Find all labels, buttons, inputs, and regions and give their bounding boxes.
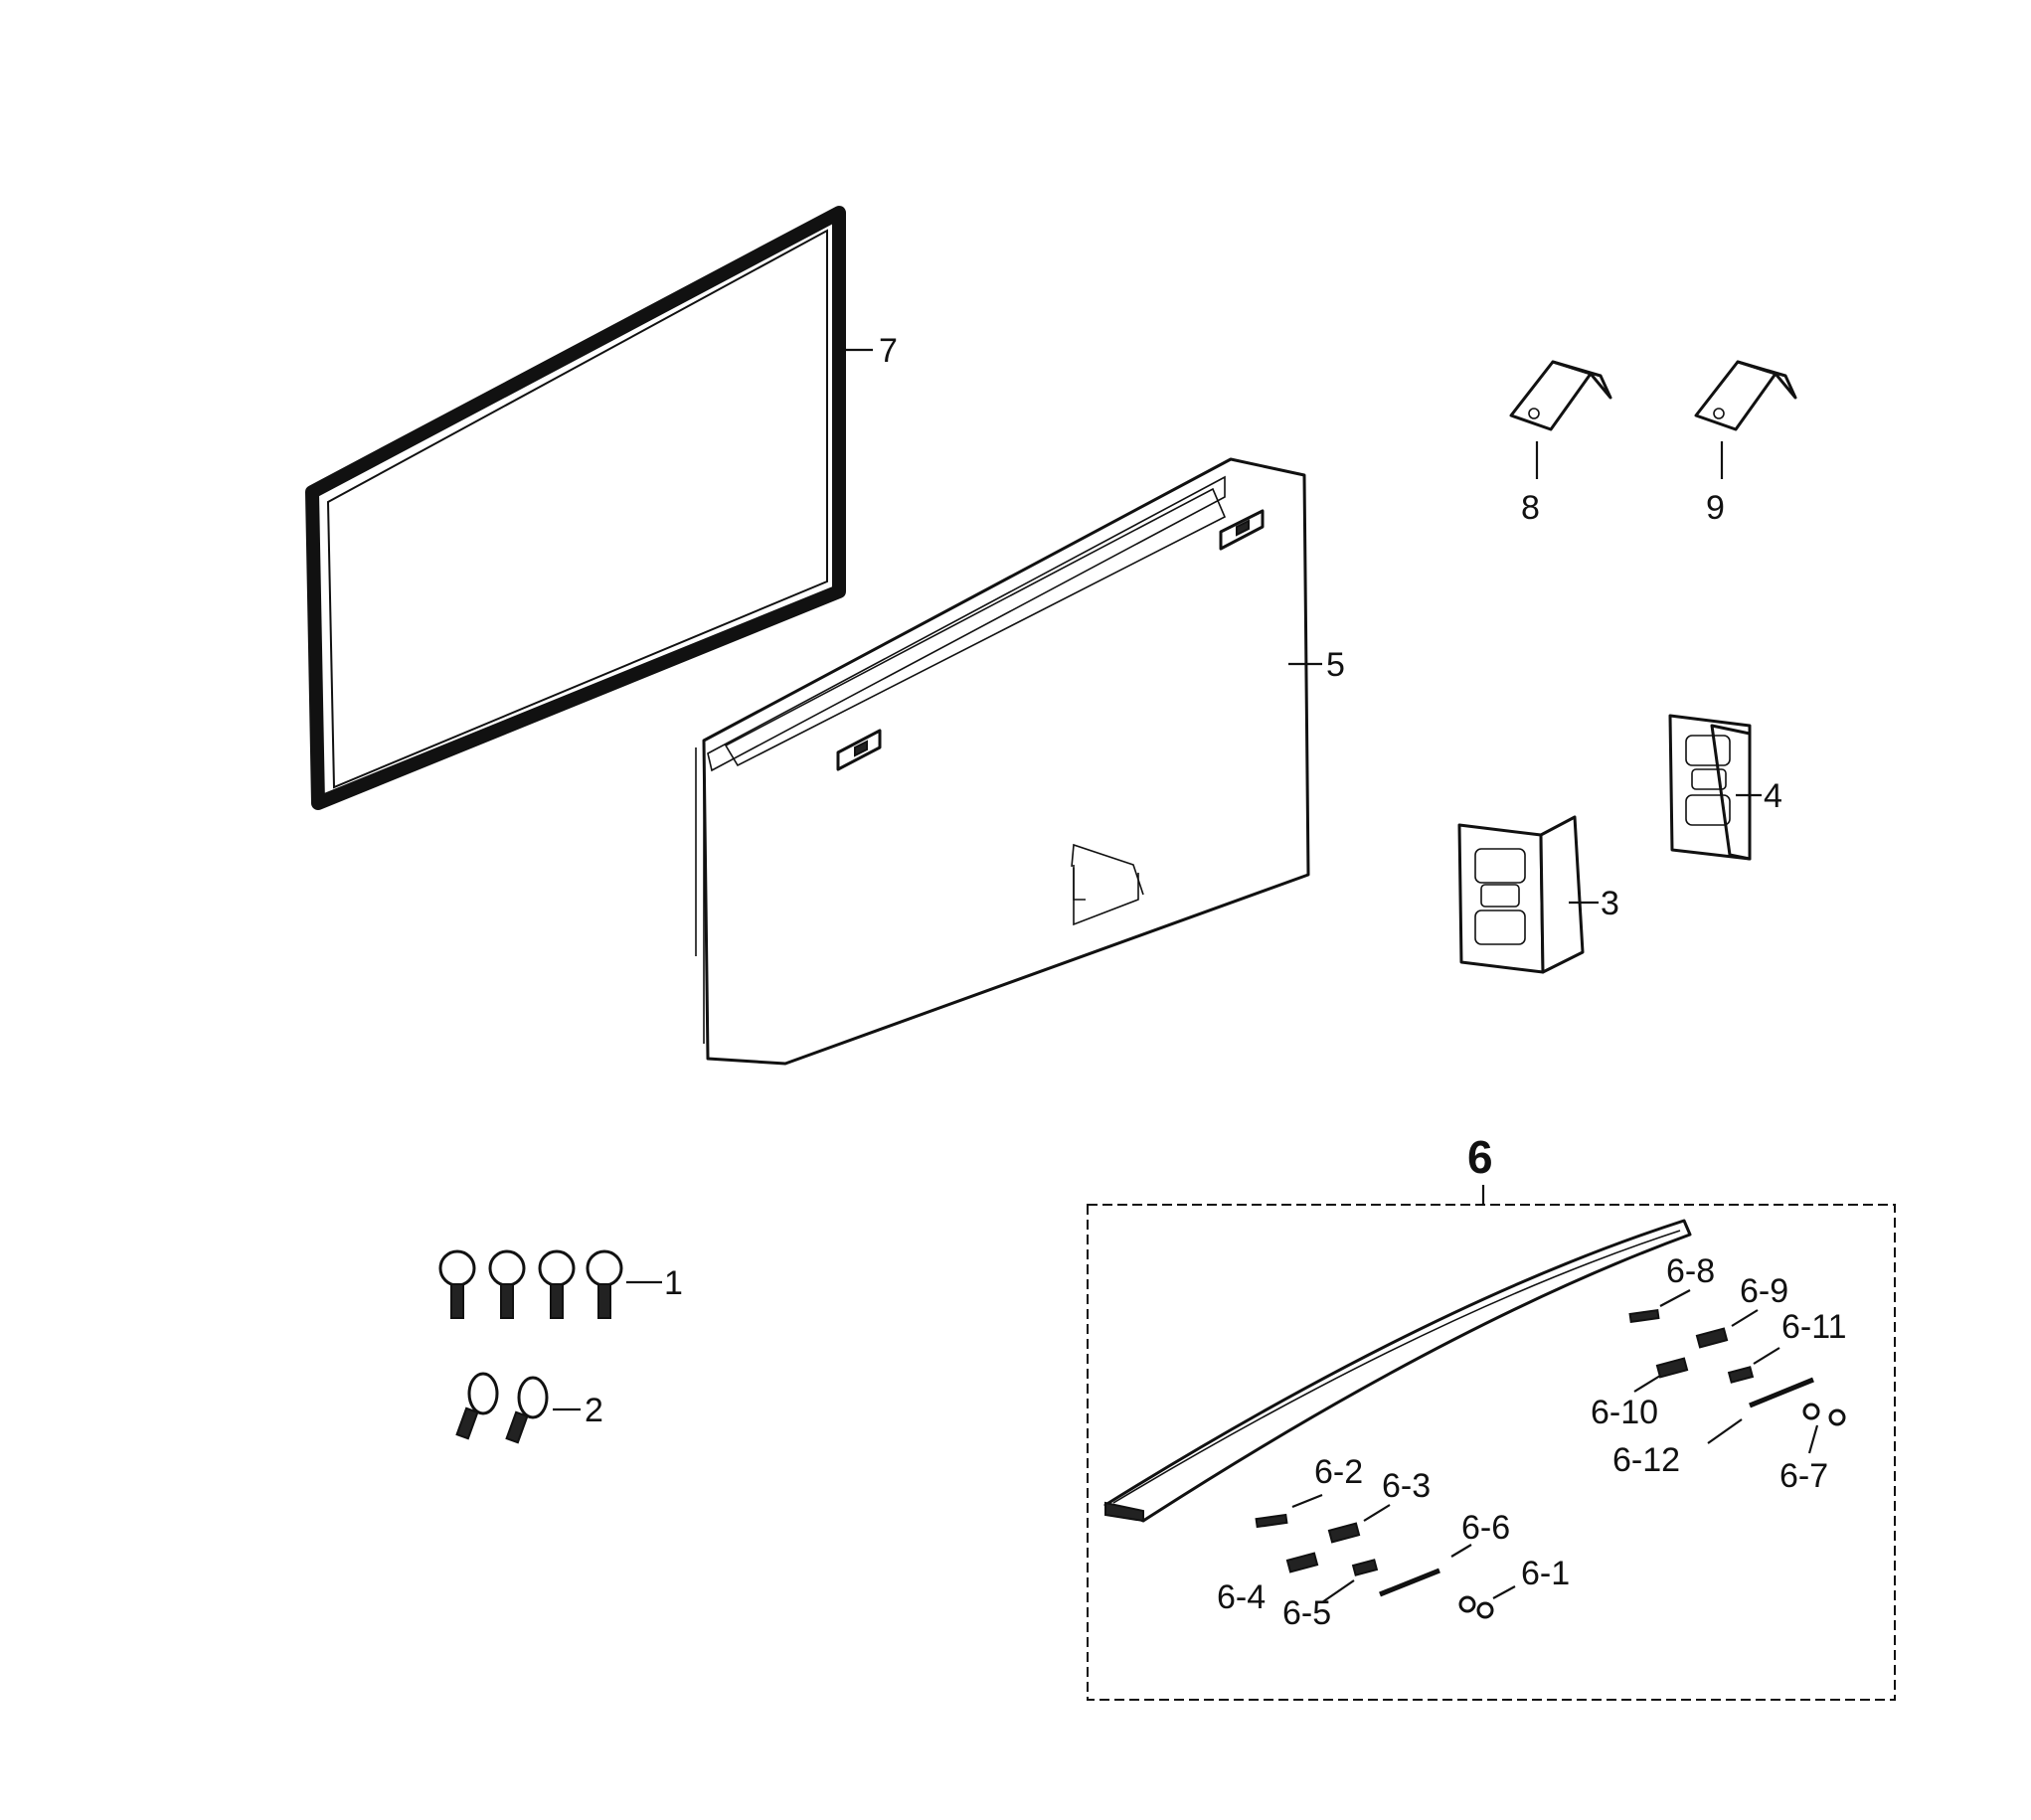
- callout-6-4: 6-4: [1217, 1578, 1266, 1616]
- screw-icon: [488, 1249, 526, 1319]
- callout-6-9: 6-9: [1740, 1272, 1788, 1310]
- callout-6-7: 6-7: [1779, 1457, 1828, 1495]
- callout-1: 1: [664, 1264, 683, 1302]
- handle-assembly-part-6: 6 6-2 6-3 6-4 6-5: [1087, 1131, 1896, 1701]
- callout-9: 9: [1706, 489, 1725, 527]
- handle-component-6-3: 6-3: [1327, 1467, 1431, 1544]
- callout-7: 7: [879, 332, 898, 370]
- bolt-icon: [455, 1372, 499, 1440]
- handle-component-6-11: 6-11: [1727, 1308, 1847, 1384]
- handle-component-6-4: 6-4: [1217, 1552, 1319, 1616]
- handle-component-6-12: 6-12: [1612, 1377, 1814, 1479]
- door-panel-part-5: 5: [695, 457, 1345, 1066]
- callout-3: 3: [1601, 885, 1619, 922]
- handle-component-6-6: 6-6: [1379, 1509, 1510, 1597]
- callout-6-10: 6-10: [1591, 1394, 1658, 1431]
- handle-component-6-5: 6-5: [1282, 1559, 1379, 1632]
- callout-6-8: 6-8: [1666, 1252, 1715, 1290]
- handle-component-6-2: 6-2: [1255, 1453, 1363, 1529]
- hinge-part-8: 8: [1509, 360, 1612, 527]
- gasket-part-7: 7: [305, 206, 898, 810]
- callout-6-3: 6-3: [1382, 1467, 1431, 1505]
- screw-icon: [438, 1249, 476, 1319]
- callout-6-11: 6-11: [1781, 1308, 1847, 1346]
- handle-component-6-9: 6-9: [1695, 1272, 1788, 1349]
- callout-2: 2: [585, 1392, 603, 1429]
- callout-8: 8: [1521, 489, 1540, 527]
- callout-4: 4: [1764, 777, 1782, 815]
- callout-6-6: 6-6: [1461, 1509, 1510, 1547]
- handle-component-6-1: 6-1: [1458, 1555, 1570, 1619]
- handle-component-6-8: 6-8: [1628, 1252, 1715, 1324]
- handle-component-6-7: 6-7: [1779, 1403, 1846, 1495]
- handle-component-6-10: 6-10: [1591, 1357, 1689, 1431]
- hinge-part-9: 9: [1694, 360, 1797, 527]
- screws-part-1: 1: [438, 1249, 683, 1319]
- callout-6: 6: [1467, 1131, 1493, 1183]
- callout-5: 5: [1326, 646, 1345, 684]
- bolts-part-2: 2: [455, 1372, 603, 1444]
- callout-6-1: 6-1: [1521, 1555, 1570, 1592]
- callout-6-12: 6-12: [1612, 1441, 1680, 1479]
- handle-bar: [1103, 1219, 1692, 1523]
- bracket-part-4: 4: [1668, 714, 1782, 861]
- screw-icon: [586, 1249, 623, 1319]
- callout-6-5: 6-5: [1282, 1594, 1331, 1632]
- screw-icon: [538, 1249, 576, 1319]
- bolt-icon: [505, 1376, 549, 1444]
- bracket-part-3: 3: [1457, 815, 1619, 974]
- callout-6-2: 6-2: [1314, 1453, 1363, 1491]
